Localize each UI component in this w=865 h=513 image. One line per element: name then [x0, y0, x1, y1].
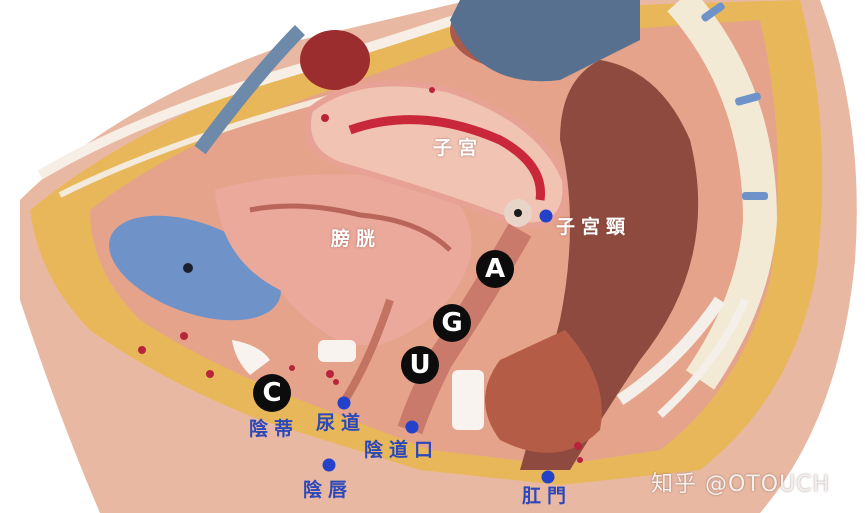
vertebral-discs: [701, 2, 768, 200]
label-urethra: 尿道: [316, 412, 367, 434]
badge-c-spot: C: [253, 374, 291, 412]
label-clitoris: 陰蒂: [249, 418, 300, 440]
urethra-tube: [341, 298, 394, 403]
watermark: 知乎 @OTOUCH: [651, 472, 831, 497]
urethra-marker-dot: [337, 396, 351, 410]
label-vaginal-opening: 陰道口: [364, 439, 440, 461]
badge-g-spot: G: [433, 304, 471, 342]
bladder: [215, 174, 472, 345]
label-cervix: 子宮頸: [556, 216, 632, 238]
cervix-marker-dot: [539, 209, 553, 223]
label-bladder: 膀胱: [331, 228, 382, 250]
label-labia: 陰唇: [303, 479, 354, 501]
vaginal-opening-marker-dot: [405, 420, 419, 434]
anus-marker-dot: [541, 470, 555, 484]
badge-u-spot: U: [401, 346, 439, 384]
vein: [194, 25, 305, 155]
label-anus: 肛門: [522, 485, 573, 507]
uterus: [305, 80, 569, 229]
labia-marker-dot: [322, 458, 336, 472]
badge-a-spot: A: [476, 250, 514, 288]
label-uterus: 子宮: [433, 137, 484, 159]
abdominal-wall: [37, 10, 472, 180]
